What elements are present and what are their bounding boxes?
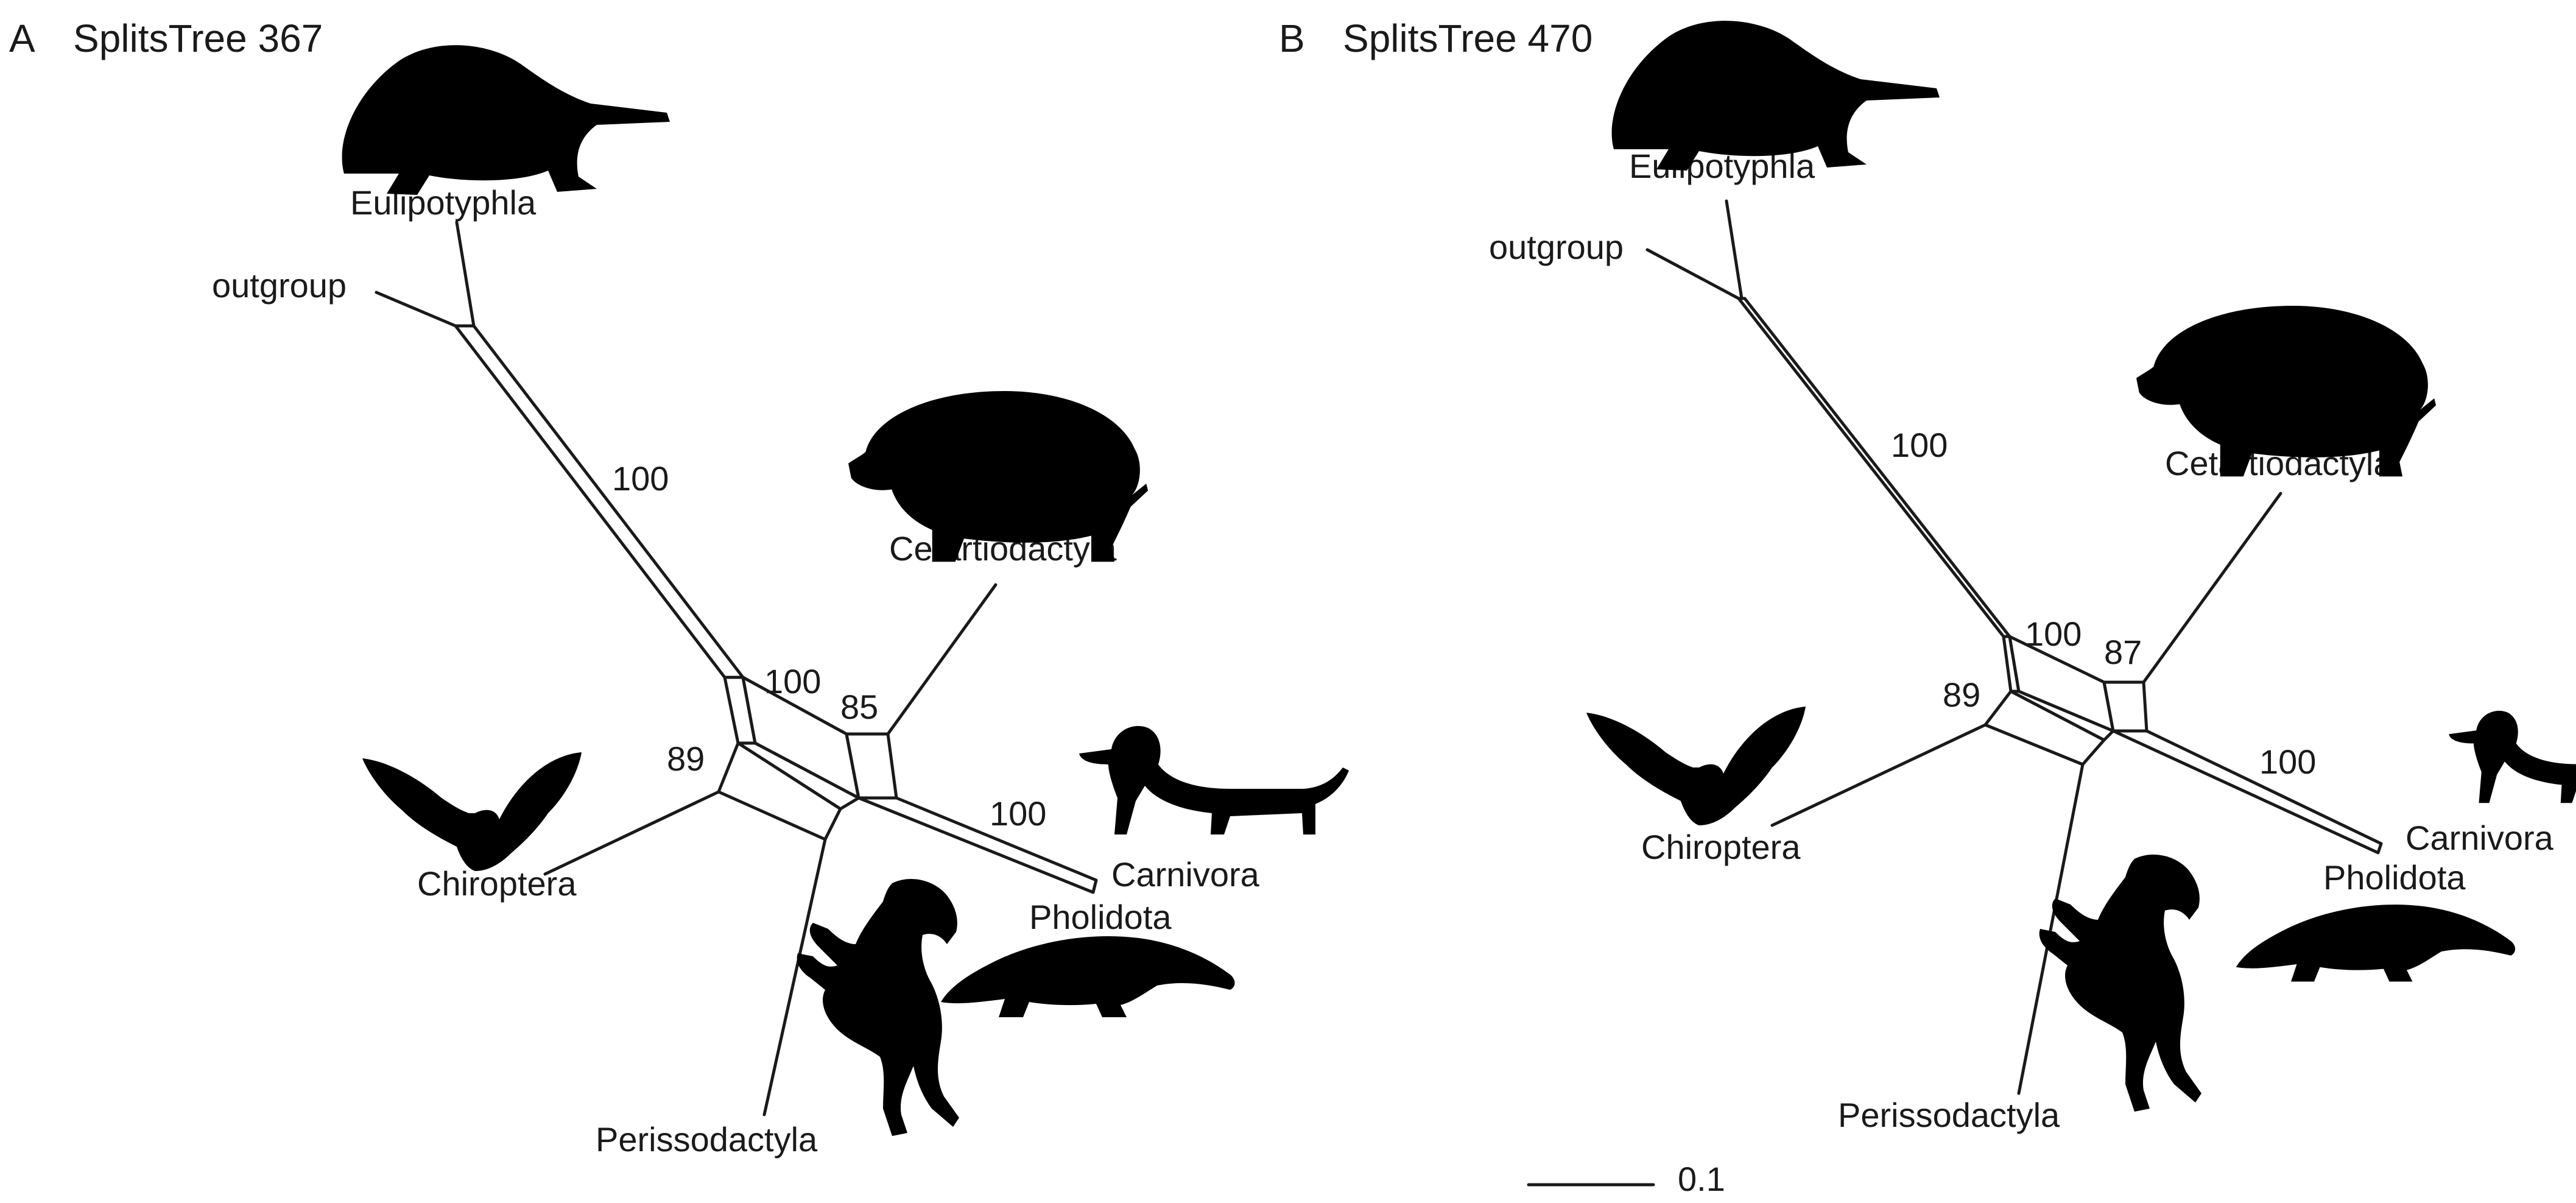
panel-a-title: SplitsTree 367	[73, 16, 323, 60]
panel-a-network	[375, 220, 1098, 1117]
taxon-label-carnivora: Carnivora	[2405, 819, 2554, 857]
edge-cetartiodactyla	[2142, 492, 2282, 684]
split-eulipotyphla-outgroup	[454, 324, 745, 679]
support-value-cetartiodactyla-box: 87	[2104, 633, 2142, 671]
edge-perissodactyla	[762, 838, 827, 1117]
panel-a: A SplitsTree 367 Eulipotyphla outgroup C…	[9, 16, 1349, 1159]
bat-silhouette-icon	[1586, 707, 1806, 825]
pangolin-silhouette-icon	[2236, 905, 2516, 982]
horse-silhouette-icon	[2039, 854, 2201, 1112]
taxon-label-outgroup: outgroup	[212, 266, 347, 305]
support-value-chiroptera-box: 89	[667, 739, 705, 778]
taxon-label-pholidota: Pholidota	[2323, 858, 2466, 897]
support-value-eulipotyphla-outgroup: 100	[1891, 426, 1948, 464]
horse-silhouette-icon	[797, 878, 959, 1136]
panel-b: B SplitsTree 470 Eulipotyphla outgroup C…	[1279, 16, 2576, 1134]
support-value-carnivora-pholidota: 100	[2259, 743, 2316, 781]
taxon-label-perissodactyla: Perissodactyla	[596, 1120, 818, 1159]
support-value-eulipotyphla-outgroup: 100	[612, 459, 669, 498]
taxon-label-chiroptera: Chiroptera	[417, 864, 577, 903]
dog-silhouette-icon	[2449, 710, 2576, 803]
edge-chiroptera	[1770, 723, 1987, 827]
dog-silhouette-icon	[1079, 725, 1349, 834]
edge-eulipotyphla	[1725, 199, 1744, 300]
taxon-label-chiroptera: Chiroptera	[1641, 828, 1801, 866]
pangolin-silhouette-icon	[941, 936, 1235, 1017]
taxon-label-outgroup: outgroup	[1489, 228, 1624, 266]
shrew-silhouette-icon	[342, 45, 670, 195]
support-value-chiroptera-box: 89	[1943, 676, 1980, 714]
panel-b-network	[1645, 199, 2383, 1095]
taxon-label-perissodactyla: Perissodactyla	[1838, 1096, 2060, 1134]
split-carnivora-pholidota	[857, 796, 1098, 894]
taxon-label-pholidota: Pholidota	[1029, 898, 1172, 936]
edge-outgroup	[375, 291, 457, 328]
support-value-upper-box: 100	[764, 662, 821, 700]
bat-silhouette-icon	[362, 752, 582, 871]
edge-outgroup	[1645, 248, 1740, 300]
split-carnivora-pholidota	[2111, 729, 2383, 855]
panel-b-title: SplitsTree 470	[1343, 16, 1592, 60]
support-value-cetartiodactyla-box: 85	[840, 688, 878, 726]
edge-chiroptera	[543, 790, 720, 876]
split-eulipotyphla-outgroup	[1737, 297, 2011, 638]
panel-b-letter: B	[1279, 16, 1305, 60]
edge-eulipotyphla	[455, 220, 476, 328]
support-value-carnivora-pholidota: 100	[990, 794, 1046, 833]
panel-a-letter: A	[9, 16, 35, 60]
edge-perissodactyla	[2017, 763, 2085, 1095]
edge-cetartiodactyla	[886, 583, 998, 736]
scale-bar-label: 0.1	[1678, 1160, 1725, 1198]
taxon-label-carnivora: Carnivora	[1111, 855, 1260, 894]
scale-bar: 0.1	[1527, 1160, 1725, 1198]
support-value-upper-box: 100	[2025, 615, 2082, 653]
taxon-label-eulipotyphla: Eulipotyphla	[350, 183, 537, 222]
shrew-silhouette-icon	[1611, 21, 1940, 171]
split-cetartiodactyla-box	[2102, 680, 2148, 733]
